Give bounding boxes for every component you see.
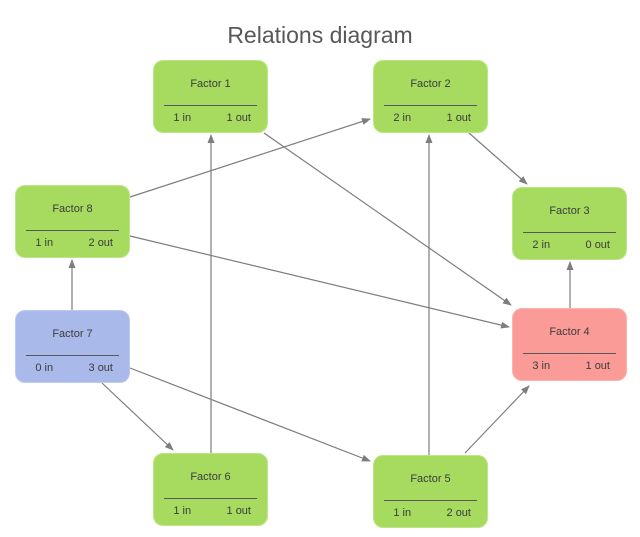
node-io-row: 2 in 0 out (513, 239, 626, 251)
edge-factor-7-to-factor-5 (129, 367, 371, 462)
diagram-title: Relations diagram (227, 22, 413, 48)
out-count: 1 out (585, 360, 610, 372)
node-io-row: 1 in 1 out (154, 505, 267, 517)
out-count: 2 out (88, 237, 113, 249)
in-count: 0 in (35, 362, 54, 374)
out-count: 2 out (446, 507, 471, 519)
node-divider (26, 355, 119, 356)
node-io-row: 2 in 1 out (374, 112, 487, 124)
in-count: 3 in (532, 360, 551, 372)
edge-factor-5-to-factor-4 (464, 385, 530, 454)
edge-factor-1-to-factor-4 (263, 132, 512, 306)
out-count: 1 out (446, 112, 471, 124)
out-count: 3 out (88, 362, 113, 374)
node-factor-2[interactable]: Factor 2 2 in 1 out (373, 60, 488, 133)
node-factor-4[interactable]: Factor 4 3 in 1 out (512, 308, 627, 381)
node-io-row: 1 in 2 out (16, 237, 129, 249)
edge-factor-8-to-factor-4 (129, 235, 510, 329)
node-title: Factor 6 (190, 471, 231, 483)
node-divider (523, 232, 616, 233)
in-count: 1 in (393, 507, 412, 519)
in-count: 1 in (173, 112, 192, 124)
node-divider (26, 230, 119, 231)
node-io-row: 3 in 1 out (513, 360, 626, 372)
node-factor-8[interactable]: Factor 8 1 in 2 out (15, 185, 130, 258)
node-divider (523, 353, 616, 354)
in-count: 2 in (393, 112, 412, 124)
in-count: 1 in (173, 505, 192, 517)
node-factor-5[interactable]: Factor 5 1 in 2 out (373, 455, 488, 528)
node-divider (164, 105, 257, 106)
node-title: Factor 1 (190, 78, 231, 90)
node-divider (384, 500, 477, 501)
node-title: Factor 8 (52, 203, 93, 215)
edge-factor-2-to-factor-3 (468, 132, 528, 185)
out-count: 1 out (226, 112, 251, 124)
node-title: Factor 5 (410, 473, 451, 485)
node-factor-1[interactable]: Factor 1 1 in 1 out (153, 60, 268, 133)
node-factor-3[interactable]: Factor 3 2 in 0 out (512, 187, 627, 260)
edges-group (68, 118, 574, 462)
node-title: Factor 3 (549, 205, 590, 217)
node-title: Factor 7 (52, 328, 93, 340)
edge-factor-7-to-factor-6 (101, 382, 174, 451)
node-divider (384, 105, 477, 106)
node-title: Factor 2 (410, 78, 451, 90)
out-count: 1 out (226, 505, 251, 517)
node-factor-7[interactable]: Factor 7 0 in 3 out (15, 310, 130, 383)
node-io-row: 1 in 1 out (154, 112, 267, 124)
node-title: Factor 4 (549, 326, 590, 338)
node-io-row: 0 in 3 out (16, 362, 129, 374)
node-io-row: 1 in 2 out (374, 507, 487, 519)
node-divider (164, 498, 257, 499)
node-factor-6[interactable]: Factor 6 1 in 1 out (153, 453, 268, 526)
edge-factor-8-to-factor-2 (129, 118, 371, 198)
out-count: 0 out (585, 239, 610, 251)
in-count: 2 in (532, 239, 551, 251)
in-count: 1 in (35, 237, 54, 249)
